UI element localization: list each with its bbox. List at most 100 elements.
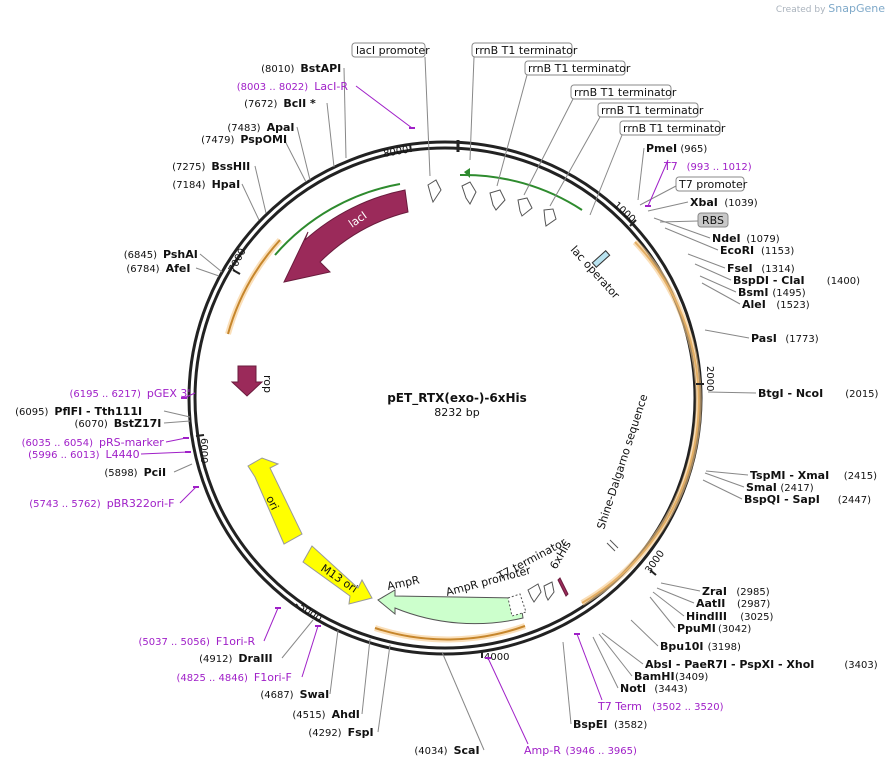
site-enzyme: TspMI - XmaI [750, 469, 829, 482]
site-enzyme: ApaI [267, 121, 295, 134]
site-enzyme: DraIII [238, 652, 272, 665]
site-position: (2447) [838, 495, 871, 506]
restriction-site: (6784)AfeI [126, 262, 220, 277]
site-leader-line [163, 420, 191, 424]
site-leader-line [653, 217, 711, 239]
site-leader-line [707, 391, 757, 394]
feature-box-rrnb-1: rrnB T1 terminator [469, 42, 578, 161]
restriction-site: (3042)PpuMI [649, 596, 751, 635]
site-leader-line [592, 636, 619, 689]
site-enzyme: ZraI [702, 585, 727, 598]
restriction-site: (7184)HpaI [172, 178, 260, 221]
feature-box-rrnb-5: rrnB T1 terminator [589, 120, 726, 216]
tick-6000 [195, 434, 205, 437]
orf-arc-left-line [227, 239, 281, 335]
site-position: (4912) [199, 654, 232, 665]
site-leader-line [704, 472, 745, 488]
site-leader-line [637, 147, 645, 201]
site-enzyme: BamHI [634, 670, 675, 683]
rrnb-t1-arrow-1 [461, 181, 477, 205]
feature-box-rbs: RBS [659, 212, 729, 228]
primer-position: (3946 .. 3965) [566, 746, 638, 757]
lacI-promoter-arrow [427, 179, 442, 204]
feature-box-rrnb-4: rrnB T1 terminator [549, 102, 704, 207]
restriction-site: (3403) AbsI - PaeR7I - PspXI - XhoI [601, 632, 878, 671]
primer-leader-line [301, 625, 319, 678]
site-enzyme: HindIII [686, 610, 727, 623]
site-enzyme: AhdI [332, 708, 360, 721]
site-enzyme: BspDI - ClaI [733, 274, 805, 287]
site-position: (4515) [292, 710, 325, 721]
site-position: (2415) [844, 471, 877, 482]
restriction-site: (1523)AleI [701, 282, 810, 311]
site-position: (2985) [736, 587, 769, 598]
site-leader-line [694, 263, 732, 281]
site-enzyme: BsmI [738, 286, 769, 299]
m13-ori-arrow [302, 545, 373, 605]
site-position: (5898) [104, 468, 137, 479]
primer-mark [183, 437, 189, 439]
site-enzyme: PmeI [646, 142, 677, 155]
site-position: (4687) [260, 690, 293, 701]
site-leader-line [254, 165, 267, 214]
plasmid-length: 8232 bp [434, 406, 479, 419]
brand-created-by: Created by [775, 5, 826, 15]
site-position: (6095) [15, 407, 48, 418]
site-enzyme: NotI [620, 682, 646, 695]
tick-label-4000: 4000 [484, 652, 509, 663]
site-enzyme: BssHII [211, 160, 250, 173]
site-position: (1079) [746, 234, 779, 245]
site-position: (3409) [675, 672, 708, 683]
tick-3000 [649, 569, 657, 576]
rop-label: rop [261, 375, 274, 393]
restriction-site: (4034)ScaI [414, 651, 485, 757]
restriction-site: (2417)SmaI [704, 472, 814, 494]
restriction-site: (2987)AatII [656, 587, 770, 610]
site-position: (2015) [845, 389, 878, 400]
site-position: (7479) [201, 135, 234, 146]
tick-label-6000: 6000 [198, 438, 209, 463]
site-enzyme: AbsI - PaeR7I - PspXI - XhoI [645, 658, 814, 671]
t7-terminator-arrow [527, 583, 542, 603]
primer-leader-line [576, 633, 603, 701]
primer-position: (5743 .. 5762) [29, 499, 101, 510]
site-leader-line [704, 329, 750, 339]
site-enzyme: HpaI [212, 178, 241, 191]
tick-8000 [409, 143, 412, 153]
primer-leader-line [140, 451, 189, 455]
feature-box-label: rrnB T1 terminator [574, 86, 677, 99]
primer-mark [645, 205, 651, 207]
primer-name: pGEX 3' [147, 387, 191, 400]
site-enzyme: BspQI - SapI [744, 493, 820, 506]
primer-mark [409, 127, 415, 129]
primer-mark [485, 657, 491, 659]
site-position: (3025) [740, 612, 773, 623]
feature-box-label: rrnB T1 terminator [528, 62, 631, 75]
site-position: (3403) [844, 660, 877, 671]
site-leader-line [441, 651, 485, 751]
site-enzyme: PshAI [163, 248, 198, 261]
site-enzyme: BtgI - NcoI [758, 387, 823, 400]
feature-box-label: T7 promoter [678, 178, 748, 191]
site-leader-line [343, 67, 347, 159]
restriction-site: (6070)BstZ17I [75, 417, 191, 430]
restriction-site: (1400)BspDI - ClaI [694, 263, 860, 287]
restriction-site: (1153)EcoRI [664, 227, 794, 257]
tick-5000 [295, 603, 301, 611]
tick-label-5000: 5000 [296, 601, 323, 625]
primer-site: (993 .. 1012)T7 [645, 159, 752, 207]
site-enzyme: AatII [696, 597, 725, 610]
backbone-inner [193, 146, 697, 650]
site-position: (6845) [124, 250, 157, 261]
shine-dalgarno-mark [609, 539, 619, 549]
site-enzyme: EcoRI [720, 244, 754, 257]
restriction-site: (8010)BstAPI [261, 62, 347, 159]
restriction-site: (1314)FseI [687, 253, 795, 275]
primer-site: (3502 .. 3520)T7 Term [574, 633, 724, 713]
site-enzyme: SwaI [300, 688, 330, 701]
primer-name: pBR322ori-F [107, 497, 175, 510]
site-enzyme: NdeI [712, 232, 741, 245]
feature-box-rrnb-3: rrnB T1 terminator [523, 84, 677, 196]
primer-site: (5037 .. 5056)F1ori-R [138, 607, 281, 648]
site-enzyme: PpuMI [677, 622, 716, 635]
